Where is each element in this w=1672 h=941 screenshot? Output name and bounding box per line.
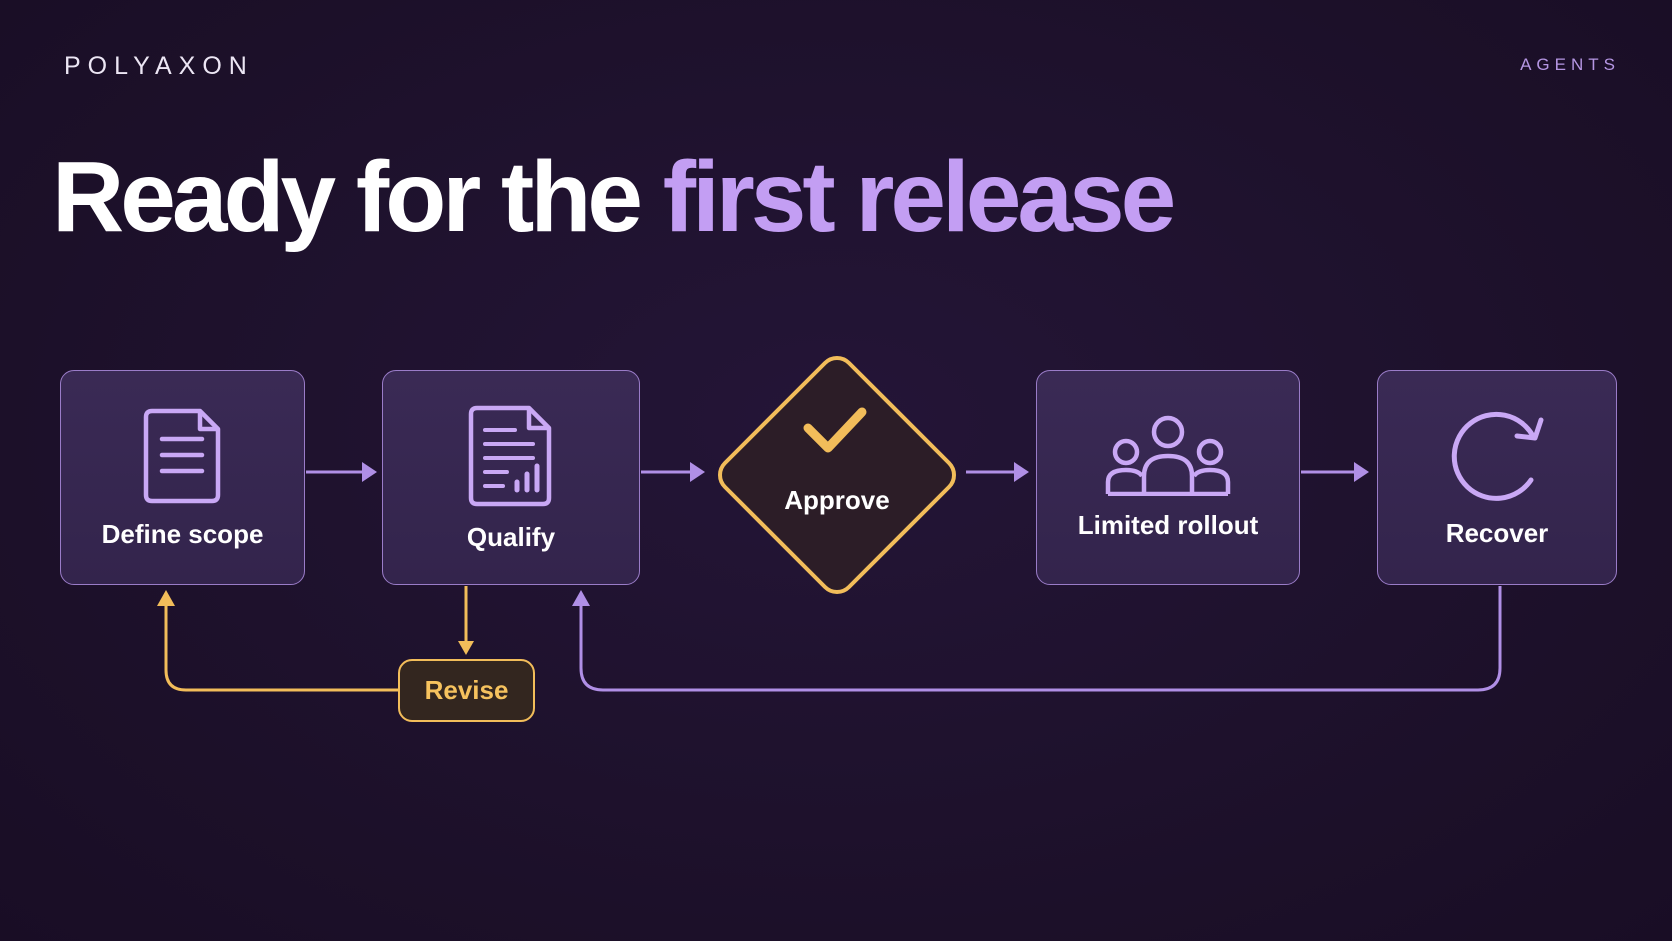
arrow-rollout-to-recover bbox=[1301, 462, 1369, 482]
users-group-icon bbox=[1105, 415, 1231, 496]
title-lead: Ready for the bbox=[52, 141, 663, 253]
arrow-define-to-qualify bbox=[306, 462, 377, 482]
step-recover[interactable]: Recover bbox=[1377, 370, 1617, 585]
arrow-qualify-to-revise bbox=[458, 586, 474, 655]
decision-approve[interactable]: Approve bbox=[712, 350, 962, 600]
refresh-icon bbox=[1451, 411, 1544, 501]
step-limited-rollout[interactable]: Limited rollout bbox=[1036, 370, 1300, 585]
decision-label: Approve bbox=[784, 485, 890, 515]
decision-diamond bbox=[718, 356, 956, 594]
arrow-qualify-to-approve bbox=[641, 462, 705, 482]
step-label: Recover bbox=[1445, 518, 1549, 548]
checkmark-icon bbox=[803, 407, 867, 453]
arrow-revise-to-define bbox=[157, 590, 398, 692]
document-icon bbox=[143, 408, 220, 504]
title-accent: first release bbox=[662, 141, 1176, 253]
brand-wordmark: POLYAXON bbox=[64, 52, 254, 80]
arrow-approve-to-rollout bbox=[966, 462, 1029, 482]
step-label: Define scope bbox=[101, 519, 264, 549]
section-label: AGENTS bbox=[1520, 55, 1620, 74]
step-label: Qualify bbox=[466, 522, 556, 552]
step-revise[interactable]: Revise bbox=[398, 659, 535, 722]
step-qualify[interactable]: Qualify bbox=[382, 370, 640, 585]
step-label: Limited rollout bbox=[1077, 510, 1259, 540]
page-title: Ready for the first release bbox=[52, 141, 1176, 253]
report-chart-icon bbox=[468, 405, 552, 507]
arrow-recover-to-qualify bbox=[572, 586, 1502, 692]
step-define-scope[interactable]: Define scope bbox=[60, 370, 305, 585]
